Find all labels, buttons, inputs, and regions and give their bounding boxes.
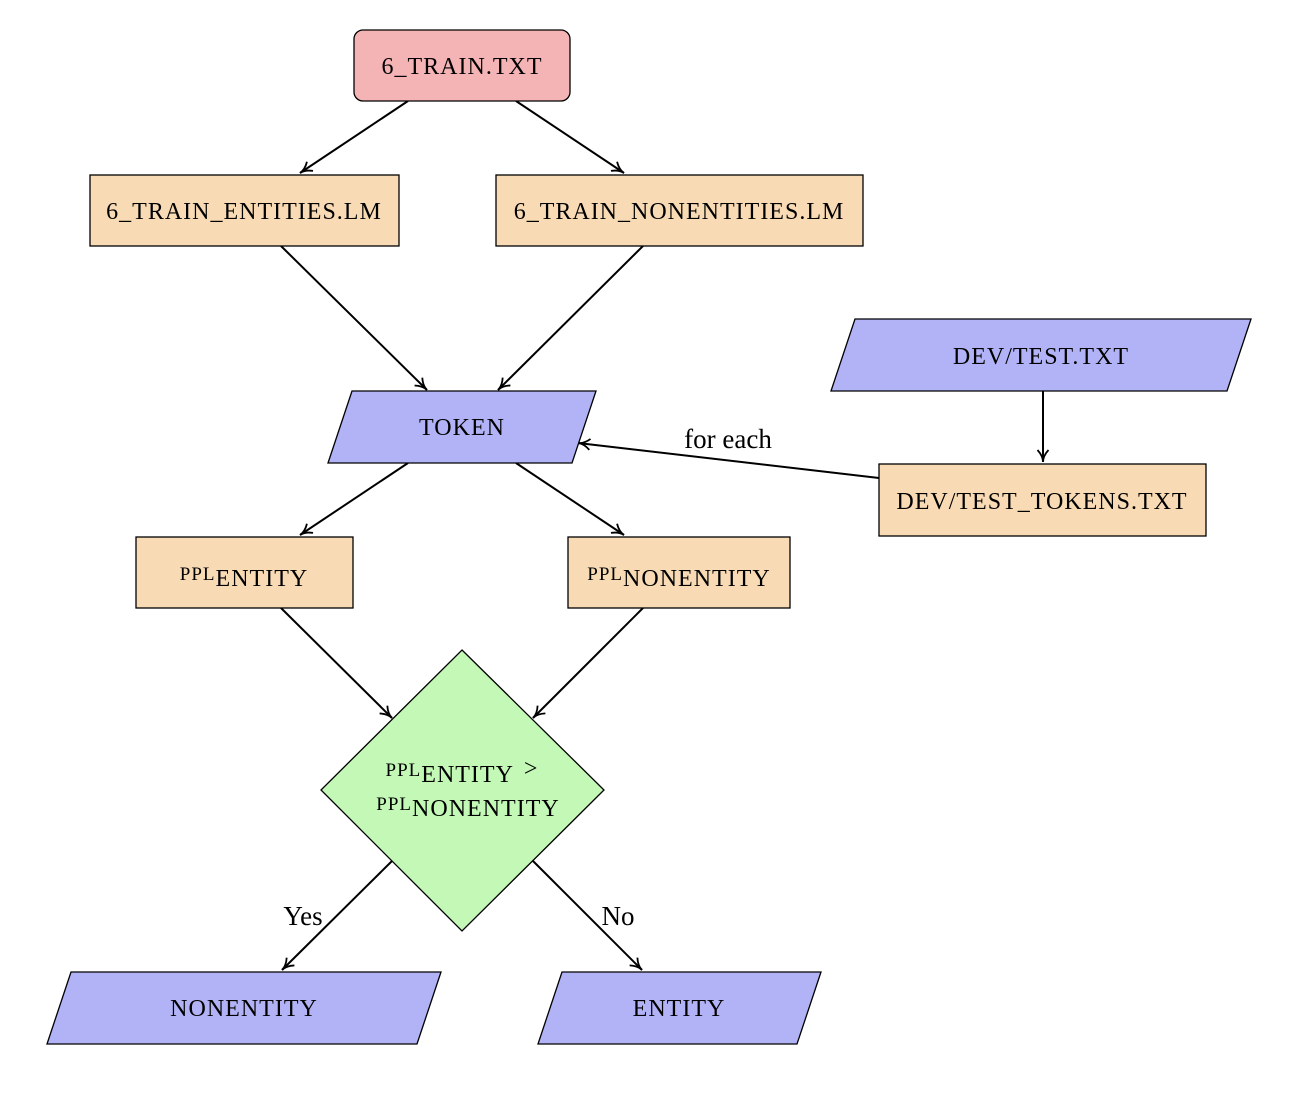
edge-train-to-nonentities-lm bbox=[515, 100, 625, 174]
node-train-txt-label: 6_TRAIN.TXT bbox=[382, 54, 543, 80]
edge-label-yes: Yes bbox=[283, 901, 322, 931]
node-ppl-entity-shape bbox=[135, 536, 354, 609]
node-entity-shape bbox=[537, 971, 822, 1045]
node-decision-line2-sub: NONENTITY bbox=[412, 796, 560, 822]
node-ppl-entity-sub: ENTITY bbox=[216, 566, 309, 592]
node-ppl-nonentity: PPLNONENTITY bbox=[567, 536, 791, 609]
node-dev-test-tokens-txt-shape bbox=[878, 463, 1207, 537]
node-entity-label: ENTITY bbox=[633, 996, 726, 1022]
node-entity: ENTITY bbox=[537, 971, 822, 1045]
node-decision-line1-sub: ENTITY bbox=[421, 762, 514, 788]
node-ppl-nonentity-shape bbox=[567, 536, 791, 609]
node-ppl-entity-label: PPLENTITY bbox=[180, 564, 308, 592]
edge-ppl-entity-to-decision bbox=[280, 607, 393, 719]
edge-tokens-to-token bbox=[577, 438, 880, 479]
edge-train-to-entities-lm bbox=[299, 100, 409, 174]
edges bbox=[280, 100, 1050, 971]
node-decision-line2: PPLNONENTITY bbox=[376, 794, 559, 822]
edge-decision-to-entity bbox=[532, 860, 643, 971]
node-ppl-nonentity-label: PPLNONENTITY bbox=[587, 564, 770, 592]
node-decision-line1-base: PPL bbox=[386, 760, 422, 781]
edge-token-to-ppl-nonentity bbox=[515, 462, 625, 536]
node-dev-test-tokens-txt-label: DEV/TEST_TOKENS.TXT bbox=[896, 489, 1187, 515]
edge-decision-to-nonentity bbox=[281, 860, 393, 971]
node-ppl-entity: PPLENTITY bbox=[135, 536, 354, 609]
node-token-label: TOKEN bbox=[419, 415, 505, 441]
edge-ppl-nonentity-to-decision bbox=[532, 607, 644, 719]
node-ppl-nonentity-sub: NONENTITY bbox=[623, 566, 771, 592]
edge-label-for-each: for each bbox=[684, 424, 772, 454]
edge-nonentities-lm-to-token bbox=[497, 245, 644, 391]
node-decision-line2-base: PPL bbox=[376, 794, 412, 815]
node-decision-shape bbox=[320, 649, 605, 932]
node-train-entities-lm-label: 6_TRAIN_ENTITIES.LM bbox=[106, 199, 382, 225]
node-train-txt: 6_TRAIN.TXT bbox=[353, 29, 571, 102]
node-dev-test-txt-label: DEV/TEST.TXT bbox=[953, 344, 1129, 370]
node-train-nonentities-lm: 6_TRAIN_NONENTITIES.LM bbox=[495, 174, 864, 247]
edge-token-to-ppl-entity bbox=[299, 462, 409, 536]
node-ppl-nonentity-base: PPL bbox=[587, 564, 623, 585]
node-token-shape bbox=[327, 390, 597, 464]
edge-entities-lm-to-token bbox=[280, 245, 428, 391]
node-dev-test-txt-shape bbox=[830, 318, 1252, 392]
node-dev-test-tokens-txt: DEV/TEST_TOKENS.TXT bbox=[878, 463, 1207, 537]
node-nonentity-shape bbox=[46, 971, 442, 1045]
node-dev-test-txt: DEV/TEST.TXT bbox=[830, 318, 1252, 392]
node-train-nonentities-lm-label: 6_TRAIN_NONENTITIES.LM bbox=[514, 199, 845, 225]
node-train-nonentities-lm-shape bbox=[495, 174, 864, 247]
node-nonentity-label: NONENTITY bbox=[170, 996, 318, 1022]
edge-label-no: No bbox=[602, 901, 635, 931]
node-decision-line1-op: > bbox=[524, 756, 539, 782]
node-nonentity: NONENTITY bbox=[46, 971, 442, 1045]
node-decision: PPLENTITY> PPLNONENTITY bbox=[320, 649, 605, 932]
node-train-txt-shape bbox=[353, 29, 571, 102]
node-token: TOKEN bbox=[327, 390, 597, 464]
node-ppl-entity-base: PPL bbox=[180, 564, 216, 585]
node-decision-line1: PPLENTITY > bbox=[386, 756, 539, 788]
node-train-entities-lm: 6_TRAIN_ENTITIES.LM bbox=[89, 174, 400, 247]
node-train-entities-lm-shape bbox=[89, 174, 400, 247]
